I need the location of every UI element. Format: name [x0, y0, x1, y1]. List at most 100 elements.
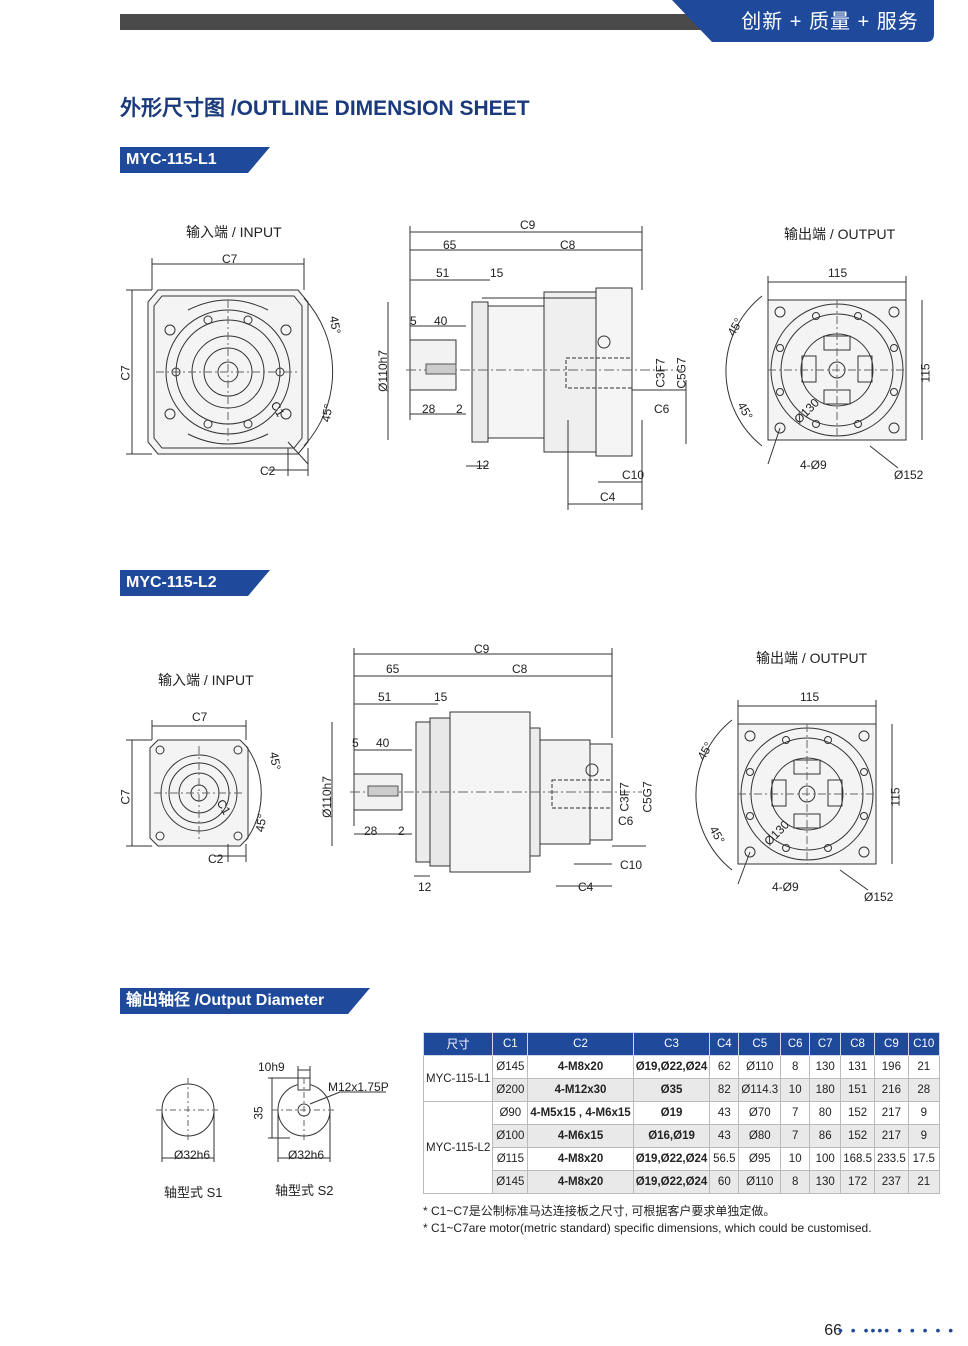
table-model: MYC-115-L1	[422, 1055, 494, 1102]
section-badge-output: 输出轴径 /Output Diameter	[126, 992, 325, 1009]
dim-c2-l1: C2	[260, 464, 276, 478]
dim-c2-l2: C2	[208, 852, 224, 866]
table-cell: 21	[907, 1170, 940, 1194]
header-slogan: 创新 + 质量 + 服务	[741, 11, 919, 33]
table-cell: 196	[873, 1055, 909, 1079]
dim-angle-a-l1: 45°	[326, 314, 344, 336]
table-header: C8	[840, 1032, 875, 1056]
table-header: C7	[809, 1032, 842, 1056]
table-cell: 80	[809, 1101, 842, 1125]
table-cell: Ø19	[632, 1101, 711, 1125]
dim-angle-a-l2: 45°	[266, 750, 284, 772]
table-cell: Ø110	[738, 1055, 782, 1079]
dim-c3-l1: C3F7	[653, 358, 668, 388]
dim-12-l2: 12	[418, 880, 432, 894]
table-cell: Ø115	[492, 1147, 529, 1171]
dim-c4-l2: C4	[578, 880, 594, 894]
table-cell: 233.5	[873, 1147, 909, 1171]
table-row: Ø200 4-M12x30 Ø35 82 Ø114.3 10 180 151 2…	[424, 1078, 940, 1102]
section-badge-l1: MYC-115-L1	[126, 151, 217, 168]
table-cell: 100	[809, 1147, 842, 1171]
dim-28-l1: 28	[422, 402, 436, 416]
table-cell: 60	[709, 1170, 740, 1194]
l1-output-drawing	[725, 276, 923, 469]
dim-15-l1: 15	[490, 266, 504, 280]
badge-bg-l1	[120, 147, 270, 173]
table-cell: Ø95	[738, 1147, 782, 1171]
dim-2-l1: 2	[456, 402, 463, 416]
table-cell: 4-M5x15 , 4-M6x15	[527, 1101, 634, 1125]
table-cell: Ø90	[492, 1101, 529, 1125]
table-cell: 4-M8x20	[527, 1170, 634, 1194]
table-cell: 168.5	[840, 1147, 875, 1171]
dim-c7-side-l1: C7	[118, 365, 133, 381]
table-cell: Ø100	[492, 1124, 529, 1148]
table-cell: 86	[809, 1124, 842, 1148]
table-cell: Ø145	[492, 1055, 529, 1079]
table-cell: 4-M8x20	[527, 1055, 634, 1079]
table-cell: 43	[709, 1124, 740, 1148]
table-cell: Ø114.3	[738, 1078, 782, 1102]
dim-c10-l1: C10	[622, 468, 645, 482]
dim-51-l1: 51	[436, 266, 450, 280]
table-cell: 43	[709, 1101, 740, 1125]
table-cell: Ø19,Ø22,Ø24	[632, 1170, 711, 1194]
dim-c8-l2: C8	[512, 662, 528, 676]
table-cell: 130	[809, 1055, 842, 1079]
dim-115-side-l2: 115	[888, 787, 903, 807]
dim-5-l1: 5	[410, 314, 417, 328]
l2-input-drawing	[126, 720, 262, 862]
dim-c7-top-l2: C7	[192, 710, 208, 724]
l2-output-drawing	[695, 700, 893, 891]
table-cell: Ø19,Ø22,Ø24	[632, 1147, 711, 1171]
table-row: Ø115 4-M8x20 Ø19,Ø22,Ø24 56.5 Ø95 10 100…	[424, 1147, 940, 1171]
table-cell: 9	[907, 1101, 940, 1125]
page-number: 66	[824, 1322, 842, 1339]
dim-d110-l2: Ø110h7	[319, 776, 334, 818]
table-cell: Ø70	[738, 1101, 782, 1125]
input-view-label-l1: 输入端 / INPUT	[186, 224, 282, 240]
dim-2-l2: 2	[398, 824, 405, 838]
table-cell: 152	[840, 1124, 875, 1148]
table-header: C1	[492, 1032, 529, 1056]
dim-115-side-l1: 115	[918, 363, 933, 383]
section-badge-l2: MYC-115-L2	[126, 574, 217, 591]
badge-bg-l2	[120, 570, 270, 596]
table-cell: 172	[840, 1170, 875, 1194]
dim-65-l1: 65	[443, 238, 457, 252]
dim-65-l2: 65	[386, 662, 400, 676]
table-cell: Ø16,Ø19	[632, 1124, 711, 1148]
table-cell: 17.5	[907, 1147, 940, 1171]
shaft-s2-label: 轴型式 S2	[275, 1183, 334, 1198]
table-header: C2	[527, 1032, 634, 1056]
table-cell: 130	[809, 1170, 842, 1194]
table-model: MYC-115-L2	[422, 1101, 494, 1194]
dim-115-top-l1: 115	[828, 266, 848, 280]
dim-40-l2: 40	[376, 736, 390, 750]
table-cell: 237	[873, 1170, 909, 1194]
shaft-drawings	[156, 1066, 386, 1162]
spec-table: 尺寸 C1 C2 C3 C4 C5 C6 C7 C8 C9 C10 MYC-11…	[422, 1032, 940, 1194]
table-cell: 10	[780, 1078, 811, 1102]
dim-c3-l2: C3F7	[617, 782, 632, 812]
table-cell: 56.5	[709, 1147, 740, 1171]
table-row: MYC-115-L2 Ø90 4-M5x15 , 4-M6x15 Ø19 43 …	[422, 1101, 940, 1194]
dim-c5-l2: C5G7	[640, 781, 655, 813]
dim-12-l1: 12	[476, 458, 490, 472]
dim-d110-l1: Ø110h7	[375, 350, 390, 392]
dim-40-l1: 40	[434, 314, 448, 328]
l1-input-drawing	[126, 258, 334, 476]
dim-115-top-l2: 115	[800, 690, 820, 704]
shaft-s1-diameter: Ø32h6	[174, 1148, 211, 1162]
table-header: 尺寸	[422, 1032, 494, 1056]
dim-28-l2: 28	[364, 824, 378, 838]
table-cell: 152	[840, 1101, 875, 1125]
dim-c9-l1: C9	[520, 218, 536, 232]
footer-dots: • • •••• • • • • •	[838, 1322, 956, 1338]
dim-5-l2: 5	[352, 736, 359, 750]
table-cell: 7	[780, 1124, 811, 1148]
table-header: C4	[709, 1032, 740, 1056]
table-header: C6	[780, 1032, 811, 1056]
table-row: Ø145 4-M8x20 Ø19,Ø22,Ø24 60 Ø110 8 130 1…	[424, 1170, 940, 1194]
shaft-s1-label: 轴型式 S1	[164, 1185, 223, 1200]
